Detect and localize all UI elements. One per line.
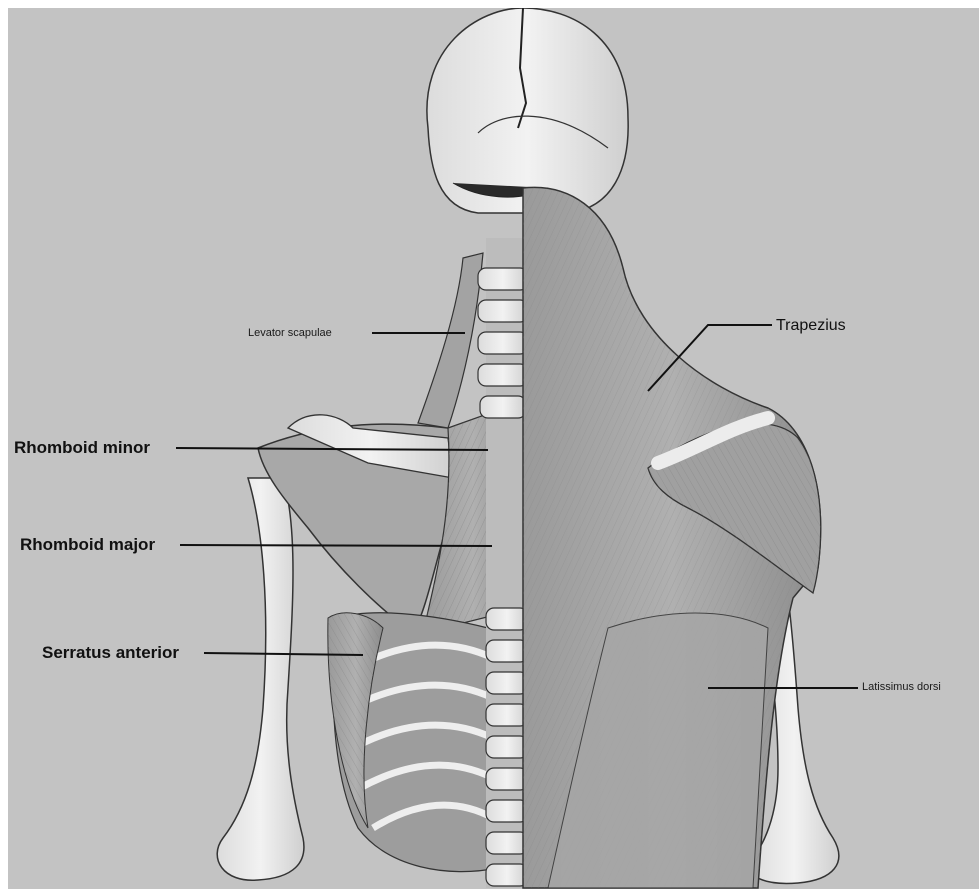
skull — [427, 8, 628, 213]
back-muscles-illustration — [8, 8, 979, 889]
label-levator-scapulae: Levator scapulae — [248, 328, 332, 339]
left-humerus — [217, 478, 304, 880]
levator-scapulae-muscle — [418, 253, 483, 428]
leader-line-rhomboid-major — [180, 545, 492, 546]
label-serratus-anterior: Serratus anterior — [42, 644, 179, 661]
label-rhomboid-minor: Rhomboid minor — [14, 439, 150, 456]
illustration-canvas: Levator scapulae Trapezius Rhomboid mino… — [8, 8, 979, 889]
label-rhomboid-major: Rhomboid major — [20, 536, 155, 553]
label-trapezius: Trapezius — [776, 318, 846, 334]
label-latissimus-dorsi: Latissimus dorsi — [862, 682, 941, 693]
